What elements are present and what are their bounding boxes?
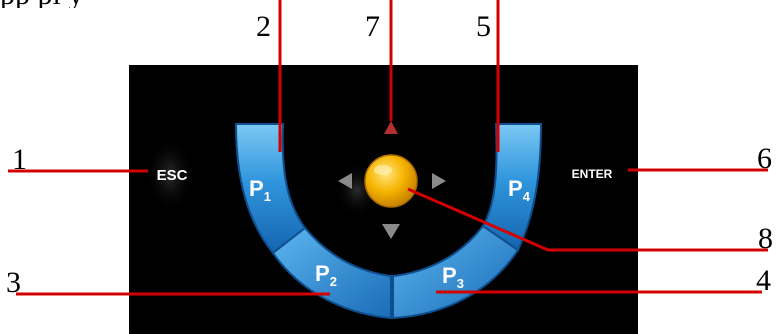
callout-1: 1 <box>12 145 27 175</box>
callout-3: 3 <box>6 268 21 298</box>
callout-5: 5 <box>476 12 491 42</box>
callout-4: 4 <box>756 266 771 296</box>
callout-7: 7 <box>365 12 380 42</box>
callout-6: 6 <box>757 144 772 174</box>
trackball[interactable] <box>365 155 417 207</box>
right-arrow-icon[interactable] <box>432 173 446 189</box>
down-arrow-icon[interactable] <box>382 224 400 239</box>
callout-8: 8 <box>758 224 773 254</box>
leader-lines <box>8 0 768 294</box>
trackball-highlight <box>374 165 392 175</box>
up-arrow-icon[interactable] <box>384 121 398 134</box>
callout-2: 2 <box>256 12 271 42</box>
p2-button-shape[interactable] <box>273 228 391 318</box>
leader-line-8 <box>408 189 768 250</box>
esc-label: ESC <box>157 167 188 184</box>
enter-label: ENTER <box>572 167 613 181</box>
